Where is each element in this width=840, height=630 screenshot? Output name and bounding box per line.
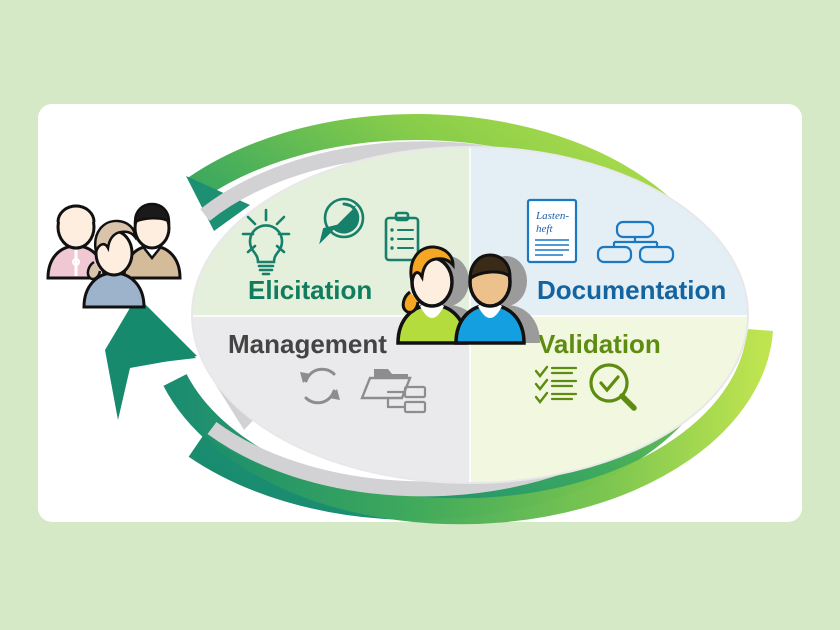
stakeholder-3	[122, 202, 182, 280]
validation-icons	[534, 363, 637, 411]
hierarchy-diagram-icon	[596, 220, 675, 264]
outer-ring-arrowhead-left-tip	[128, 300, 196, 366]
magnifier-check-icon	[589, 363, 637, 411]
quadrant-label-management: Management	[228, 329, 387, 359]
lightbulb-icon	[241, 208, 291, 276]
requirements-document-icon: Lasten- heft	[526, 198, 578, 264]
engineer-2	[454, 253, 526, 345]
clipboard-list-icon	[384, 211, 420, 262]
stakeholder-2	[82, 219, 146, 309]
document-title-line1: Lasten-	[535, 210, 569, 222]
stakeholder-group	[46, 202, 182, 309]
elicitation-icons	[241, 197, 420, 276]
quadrant-label-validation: Validation	[538, 329, 661, 359]
center-team	[396, 245, 540, 345]
folder-tree-icon	[360, 369, 427, 414]
refresh-cycle-icon	[300, 367, 340, 405]
target-cursor-icon	[319, 197, 365, 245]
checklist-icon	[534, 365, 578, 404]
management-icons	[300, 367, 427, 414]
ellipse-outline	[191, 146, 749, 484]
documentation-icons: Lasten- heft	[526, 198, 675, 264]
engineer-1	[396, 245, 468, 345]
quadrant-label-documentation: Documentation	[537, 275, 726, 305]
document-title-line2: heft	[536, 223, 553, 235]
quadrant-label-elicitation: Elicitation	[248, 275, 372, 305]
